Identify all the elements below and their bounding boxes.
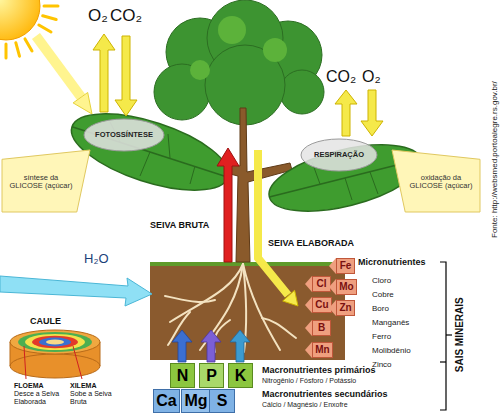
- macronutrient-tile: Mg: [181, 389, 211, 413]
- macronutrient-tile: Ca: [153, 389, 180, 413]
- micronutrient-tile-text: Mn: [315, 344, 329, 355]
- tissue-name: XILEMA: [70, 382, 96, 390]
- gas-formula: CO₂: [110, 6, 142, 26]
- macronutrient-tile-text: S: [217, 392, 228, 410]
- gas-formula: O₂: [362, 68, 381, 86]
- canopy-highlights: [190, 16, 287, 80]
- group-heading: Macronutrientes primários: [262, 365, 376, 375]
- element-name: Manganês: [372, 318, 409, 327]
- water-arrow: [0, 276, 152, 306]
- process-ellipse: RESPIRAÇÃO: [300, 138, 378, 172]
- micronutrient-tile: Zn: [336, 300, 355, 316]
- source-credit: Fonte: http://websmed.portoalegre.rs.gov…: [489, 82, 498, 239]
- macronutrient-tile-text: N: [177, 367, 189, 385]
- tissue-note: Desce a Seiva Elaborada: [14, 390, 66, 406]
- callout-wedge-text: síntese da GLICOSE (açúcar): [6, 174, 76, 191]
- micronutrient-tile: B: [312, 320, 331, 336]
- callout-wedge-path: [392, 150, 480, 212]
- stem-cross-section: [10, 330, 100, 378]
- macronutrient-tile-text: Mg: [184, 392, 207, 410]
- elaborated-sap-arrow: [258, 150, 298, 306]
- sap-label: SEIVA ELABORADA: [268, 238, 354, 248]
- macronutrient-tile-text: P: [206, 367, 217, 385]
- tissue-name: FLOEMA: [14, 382, 44, 390]
- water-label: H₂O: [84, 252, 109, 267]
- stem-title: CAULE: [30, 316, 61, 326]
- mineral-bracket: [440, 262, 452, 410]
- macronutrient-tile: K: [228, 363, 253, 388]
- raw-sap-arrow: [217, 148, 239, 262]
- sun-ray-arrow: [36, 36, 92, 114]
- micronutrient-tile-text: Mo: [339, 281, 353, 292]
- callout-wedge: síntese da GLICOSE (açúcar): [2, 150, 90, 212]
- micronutrient-tile-text: Fe: [340, 260, 352, 271]
- gas-formula: CO₂: [326, 68, 356, 86]
- callout-wedge-text: oxidação da GLICOSE (açúcar): [406, 174, 476, 191]
- element-list: Cálcio / Magnésio / Enxofre: [262, 401, 348, 409]
- element-name: Cobre: [372, 290, 394, 299]
- bracket-title: SAIS MINERAIS: [454, 297, 466, 372]
- callout-wedge: oxidação da GLICOSE (açúcar): [392, 150, 480, 212]
- macronutrient-tile: S: [209, 389, 235, 413]
- micronutrient-tile: Fe: [336, 258, 355, 274]
- tree-canopy: [154, 0, 324, 125]
- process-ellipse-text: FOTOSSÍNTESE: [95, 131, 153, 139]
- element-name: Cloro: [372, 276, 391, 285]
- micronutrient-tile-text: Zn: [339, 302, 351, 313]
- leader-lines: [24, 346, 82, 379]
- element-name: Molibdênio: [372, 346, 411, 355]
- element-name: Ferro: [372, 332, 391, 341]
- tissue-note: Sobe a Seiva Bruta: [70, 390, 122, 406]
- macronutrient-tile: P: [199, 363, 224, 388]
- micronutrient-tile: Mn: [312, 342, 333, 358]
- macronutrient-tile-text: K: [235, 367, 247, 385]
- micronutrient-tile-text: Cl: [317, 278, 327, 289]
- micronutrient-tile-text: B: [318, 322, 325, 333]
- process-ellipse-path: [84, 119, 164, 151]
- nutrient-arrows: [172, 330, 250, 362]
- sap-label: SEIVA BRUTA: [150, 220, 209, 230]
- micronutrient-tile: Mo: [336, 279, 357, 295]
- macronutrient-tile: N: [170, 363, 195, 388]
- micronutrient-tile-text: Cu: [315, 299, 328, 310]
- element-name: Boro: [372, 304, 389, 313]
- group-heading: Macronutrientes secundários: [262, 389, 388, 399]
- element-list: Nitrogênio / Fósforo / Potássio: [262, 377, 356, 385]
- process-ellipse: FOTOSSÍNTESE: [83, 118, 165, 152]
- callout-wedge-path: [2, 150, 90, 212]
- gas-formula: O₂: [88, 6, 108, 26]
- macronutrient-tile-text: Ca: [156, 392, 176, 410]
- process-ellipse-text: RESPIRAÇÃO: [314, 151, 364, 159]
- process-ellipse-path: [301, 139, 377, 171]
- group-heading: Micronutrientes: [358, 257, 426, 267]
